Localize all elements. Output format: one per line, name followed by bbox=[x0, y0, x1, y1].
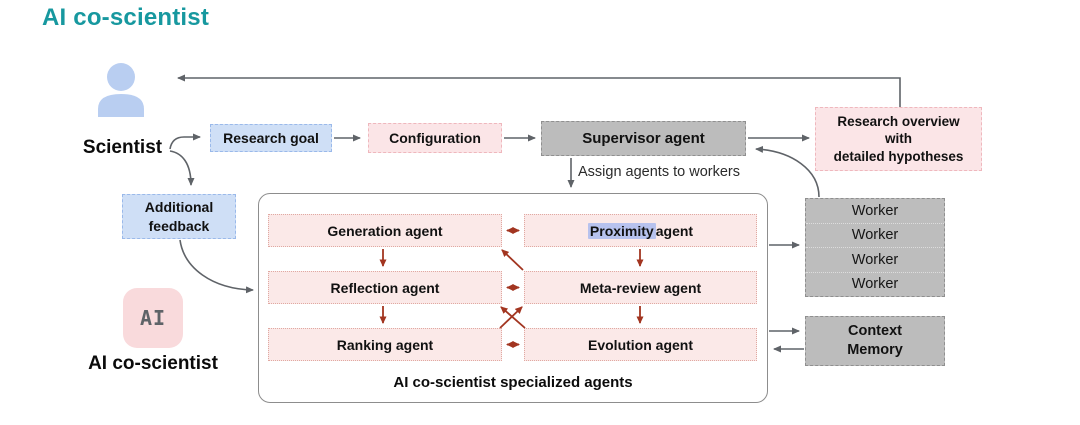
workers-box: Worker Worker Worker Worker bbox=[805, 198, 945, 297]
context-memory-line: Context bbox=[848, 323, 902, 340]
context-memory-box: Context Memory bbox=[805, 316, 945, 366]
evolution-agent-box: Evolution agent bbox=[524, 328, 757, 361]
arrow-workers-to-supervisor bbox=[755, 145, 820, 198]
research-overview-box: Research overview with detailed hypothes… bbox=[815, 107, 982, 171]
page-title: AI co-scientist bbox=[42, 4, 210, 31]
arrow-scientist-to-additional-feedback bbox=[169, 150, 195, 186]
research-goal-box: Research goal bbox=[210, 124, 332, 152]
configuration-box: Configuration bbox=[368, 123, 502, 153]
arrow-scientist-to-research-goal bbox=[169, 133, 201, 150]
arrow-overview-to-scientist bbox=[177, 74, 901, 107]
research-overview-line: Research overview bbox=[837, 113, 960, 129]
proximity-agent-rest: agent bbox=[655, 222, 694, 239]
reflection-agent-box: Reflection agent bbox=[268, 271, 502, 304]
worker-row: Worker bbox=[806, 248, 944, 273]
person-icon bbox=[94, 60, 148, 123]
research-overview-line: with bbox=[885, 131, 912, 147]
additional-feedback-line: Additional bbox=[144, 199, 214, 216]
additional-feedback-box: Additional feedback bbox=[122, 194, 236, 239]
research-overview-line: detailed hypotheses bbox=[833, 148, 964, 164]
additional-feedback-line: feedback bbox=[148, 217, 210, 234]
scientist-label: Scientist bbox=[82, 137, 163, 158]
context-memory-line: Memory bbox=[847, 342, 903, 358]
meta-review-agent-box: Meta-review agent bbox=[524, 271, 757, 304]
generation-agent-box: Generation agent bbox=[268, 214, 502, 247]
assign-agents-label: Assign agents to workers bbox=[578, 164, 740, 180]
supervisor-agent-box: Supervisor agent bbox=[541, 121, 746, 156]
worker-row: Worker bbox=[806, 199, 944, 224]
ranking-agent-box: Ranking agent bbox=[268, 328, 502, 361]
proximity-highlighted-word: Proximity bbox=[587, 222, 656, 239]
arrow-feedback-to-container bbox=[179, 239, 254, 294]
ai-chip-icon: AI bbox=[123, 288, 183, 348]
proximity-agent-box: Proximity agent bbox=[524, 214, 757, 247]
worker-row: Worker bbox=[806, 224, 944, 248]
container-caption: AI co-scientist specialized agents bbox=[393, 374, 633, 391]
ai-co-scientist-label: AI co-scientist bbox=[88, 353, 218, 374]
worker-row: Worker bbox=[851, 276, 899, 293]
